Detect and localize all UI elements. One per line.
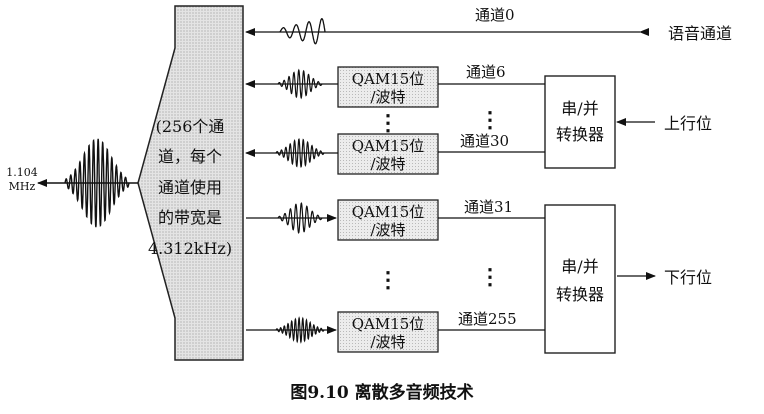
channel-31-waveform xyxy=(277,202,323,234)
downstream-converter-label-2: 转换器 xyxy=(556,285,604,304)
voice-channel-label: 语音通道 xyxy=(668,24,732,43)
ellipsis-qam-upper: ⋮ xyxy=(377,110,399,136)
channel-255-waveform xyxy=(275,316,325,344)
upstream-label: 上行位 xyxy=(664,114,712,133)
downstream-converter-label-1: 串/并 xyxy=(561,257,598,276)
channel-31-label: 通道31 xyxy=(464,198,513,216)
qam-label-channel-30-b: /波特 xyxy=(370,155,405,173)
channel-0-label: 通道0 xyxy=(475,6,515,24)
qam-box-channel-31 xyxy=(337,199,439,241)
qam-label-channel-30-a: QAM15位 xyxy=(352,137,425,155)
block-text-line-4: 的带宽是 xyxy=(158,208,222,227)
qam-box-channel-255 xyxy=(337,311,439,353)
channel-255-label: 通道255 xyxy=(458,310,517,328)
qam-box-channel-30 xyxy=(337,133,439,175)
upstream-converter-box xyxy=(544,75,616,169)
ellipsis-channel-upper: ⋮ xyxy=(479,107,501,133)
channel-6-waveform xyxy=(277,68,323,100)
block-text-line-5: 4.312kHz) xyxy=(148,239,232,258)
qam-label-channel-31-a: QAM15位 xyxy=(352,203,425,221)
composite-signal-waveform xyxy=(64,138,130,228)
downstream-converter-box xyxy=(544,204,616,354)
block-text-line-3: 通道使用 xyxy=(158,178,222,197)
qam-label-channel-31-b: /波特 xyxy=(370,221,405,239)
frequency-label-value: 1.104 xyxy=(6,166,38,179)
qam-label-channel-255-b: /波特 xyxy=(370,333,405,351)
figure-caption: 图9.10 离散多音频技术 xyxy=(290,382,473,403)
voice-signal-waveform xyxy=(279,17,326,45)
frequency-label-unit: MHz xyxy=(9,180,36,193)
ellipsis-qam-lower: ⋮ xyxy=(377,267,399,293)
channel-6-label: 通道6 xyxy=(466,63,506,81)
qam-label-channel-6-a: QAM15位 xyxy=(352,70,425,88)
qam-label-channel-6-b: /波特 xyxy=(370,88,405,106)
qam-label-channel-255-a: QAM15位 xyxy=(352,315,425,333)
downstream-label: 下行位 xyxy=(664,268,712,287)
block-text-line-2: 道，每个 xyxy=(158,147,222,166)
ellipsis-channel-lower: ⋮ xyxy=(479,264,501,290)
upstream-converter-label-2: 转换器 xyxy=(556,125,604,144)
channel-30-label: 通道30 xyxy=(460,132,509,150)
block-text-line-1: (256个通 xyxy=(156,117,225,136)
channel-30-waveform xyxy=(275,138,325,168)
qam-box-channel-6 xyxy=(337,66,439,108)
upstream-converter-label-1: 串/并 xyxy=(561,99,598,118)
frequency-division-block xyxy=(137,5,244,361)
